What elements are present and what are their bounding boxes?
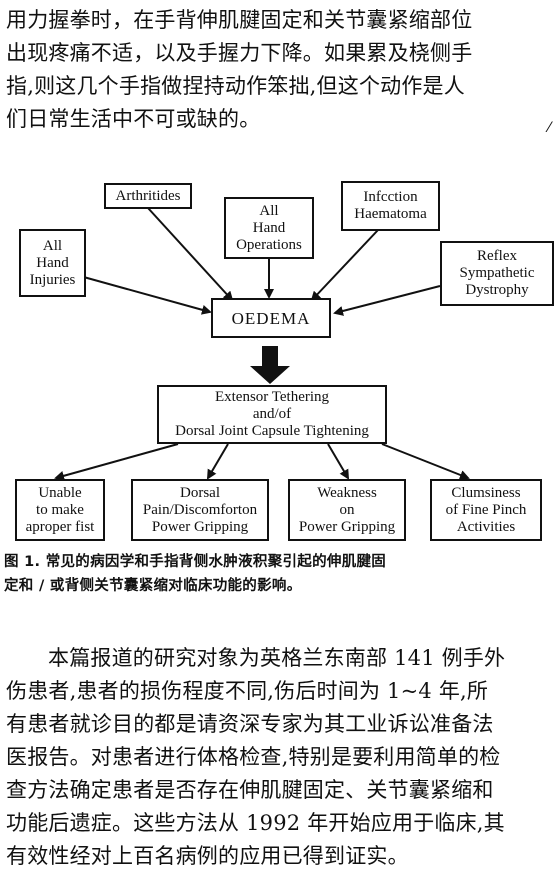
effect-clumsiness: Clumsiness of Fine Pinch Activities bbox=[430, 479, 542, 541]
paragraph-line: 功能后遗症。这些方法从 1992 年开始应用于临床,其 bbox=[6, 811, 505, 835]
arrow-tethering-to-unable bbox=[54, 443, 179, 481]
arrow-tethering-to-weakness bbox=[327, 443, 350, 480]
paragraph-line: 医报告。对患者进行体格检查,特别是要利用简单的检 bbox=[6, 745, 501, 769]
effect-unable-fist: Unable to make aproper fist bbox=[15, 479, 105, 541]
effect-weakness: Weakness on Power Gripping bbox=[288, 479, 406, 541]
arrow-arthritides-to-oedema bbox=[147, 207, 234, 302]
paragraph-line: 有效性经对上百名病例的应用已得到证实。 bbox=[6, 844, 409, 868]
oedema-box: OEDEMA bbox=[211, 298, 331, 338]
margin-mark: ⁄ bbox=[548, 120, 551, 136]
paragraph-line: 有患者就诊目的都是请资深专家为其工业诉讼准备法 bbox=[6, 712, 494, 736]
cause-infection-haematoma: Infcction Haematoma bbox=[341, 181, 440, 231]
tethering-box: Extensor Tethering and/of Dorsal Joint C… bbox=[157, 385, 387, 444]
figure-caption: 图 1. 常见的病因学和手指背侧水肿液积聚引起的伸肌腱固 定和 / 或背侧关节囊… bbox=[4, 550, 556, 598]
paragraph-line: 查方法确定患者是否存在伸肌腱固定、关节囊紧缩和 bbox=[6, 778, 494, 802]
paragraph-line: 指,则这几个手指做捏持动作笨拙,但这个动作是人 bbox=[6, 74, 465, 98]
paragraph-line: 们日常生活中不可或缺的。 bbox=[6, 107, 261, 131]
paragraph-line: 用力握拳时，在手背伸肌腱固定和关节囊紧缩部位 bbox=[6, 8, 473, 32]
arrow-injuries-to-oedema bbox=[79, 275, 212, 315]
arrow-reflex-to-oedema bbox=[333, 285, 441, 316]
caption-line: 图 1. 常见的病因学和手指背侧水肿液积聚引起的伸肌腱固 bbox=[4, 554, 387, 570]
caption-line: 定和 / 或背侧关节囊紧缩对临床功能的影响。 bbox=[4, 578, 302, 594]
arrow-infection-to-oedema bbox=[310, 229, 379, 302]
cause-all-hand-injuries: All Hand Injuries bbox=[19, 229, 86, 297]
cause-arthritides: Arthritides bbox=[104, 183, 192, 209]
intro-paragraph: 用力握拳时，在手背伸肌腱固定和关节囊紧缩部位 出现疼痛不适，以及手握力下降。如果… bbox=[6, 4, 554, 136]
arrow-tethering-to-clumsiness bbox=[381, 443, 470, 480]
effect-dorsal-pain: Dorsal Pain/Discomforton Power Gripping bbox=[131, 479, 269, 541]
cause-reflex-sympathetic-dystrophy: Reflex Sympathetic Dystrophy bbox=[440, 241, 554, 306]
paragraph-line: 伤患者,患者的损伤程度不同,伤后时间为 1~4 年,所 bbox=[6, 679, 489, 703]
cause-all-hand-operations: All Hand Operations bbox=[224, 197, 314, 259]
paragraph-line: 本篇报道的研究对象为英格兰东南部 141 例手外 bbox=[48, 646, 506, 670]
paragraph-line: 出现疼痛不适，以及手握力下降。如果累及桡侧手 bbox=[6, 41, 473, 65]
arrow-tethering-to-dorsal bbox=[206, 443, 229, 480]
big-down-arrow bbox=[250, 346, 290, 384]
body-paragraph: 本篇报道的研究对象为英格兰东南部 141 例手外 伤患者,患者的损伤程度不同,伤… bbox=[6, 642, 554, 873]
